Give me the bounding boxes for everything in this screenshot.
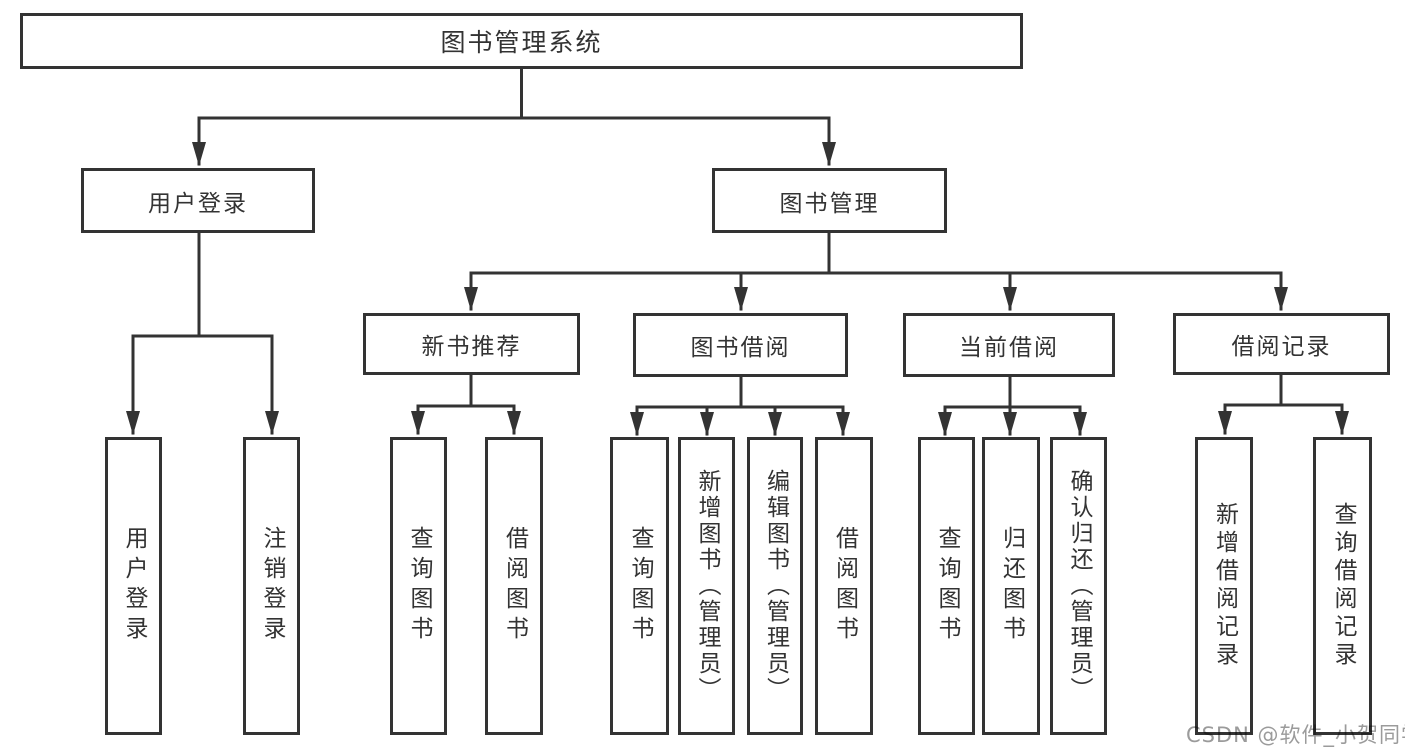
leaf-add-book-admin: 新增图书（管理员） [678,437,735,735]
leaf-query-borrow-record: 查询借阅记录 [1313,437,1372,735]
node-label: 图书管理 [779,190,880,217]
leaf-add-borrow-record: 新增借阅记录 [1195,437,1253,735]
node-new-book-recommend: 新书推荐 [363,313,580,375]
node-label: 新书推荐 [421,334,522,360]
leaf-user-login: 用户登录 [105,437,162,735]
node-label: 借阅记录 [1231,334,1332,360]
node-current-borrow: 当前借阅 [903,313,1115,377]
node-label: 图书管理系统 [440,28,603,57]
leaf-query-books-recommend: 查询图书 [390,437,447,735]
node-book-management: 图书管理 [712,168,947,233]
leaf-query-books-borrow: 查询图书 [610,437,669,735]
leaf-edit-book-admin: 编辑图书（管理员） [747,437,803,735]
node-label: 图书借阅 [690,335,791,361]
node-label: 用户登录 [148,190,248,217]
leaf-borrow-books-recommend: 借阅图书 [485,437,543,735]
csdn-watermark: CSDN @软件_小贺同学 [1186,723,1405,747]
node-borrow-records: 借阅记录 [1173,313,1390,375]
leaf-confirm-return-admin: 确认归还（管理员） [1050,437,1107,735]
node-user-login: 用户登录 [81,168,315,233]
node-library-system: 图书管理系统 [20,13,1023,69]
leaf-query-books-current: 查询图书 [918,437,975,735]
leaf-return-book: 归还图书 [982,437,1040,735]
leaf-logout: 注销登录 [243,437,300,735]
leaf-borrow-books: 借阅图书 [815,437,873,735]
node-book-borrow: 图书借阅 [633,313,848,377]
node-label: 当前借阅 [959,335,1059,361]
